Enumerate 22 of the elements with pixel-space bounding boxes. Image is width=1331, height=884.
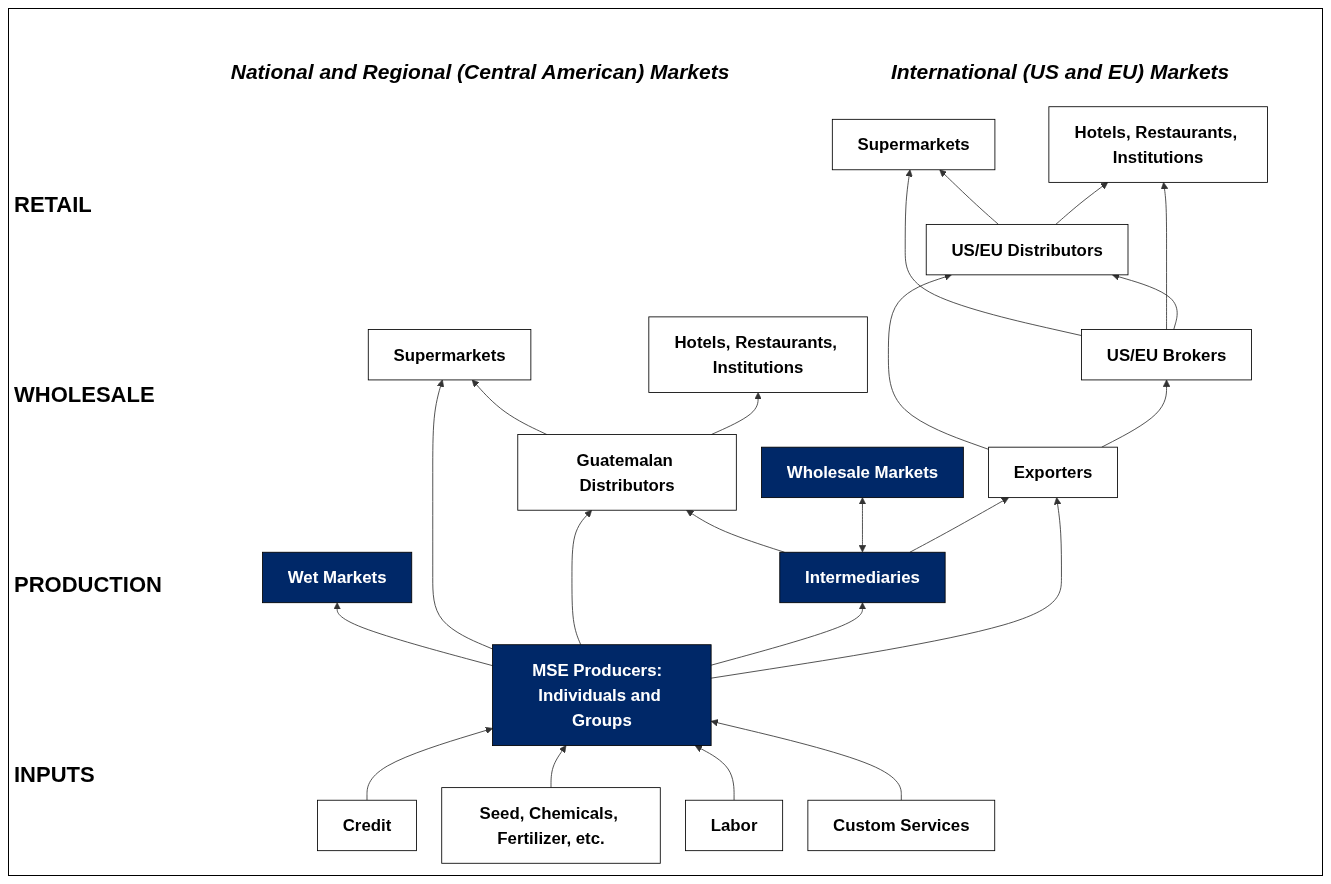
node-box: Hotels, Restaurants, Institutions (1048, 106, 1268, 183)
node-box: Supermarkets (831, 118, 996, 171)
node-box: Guatemalan Distributors (517, 434, 737, 511)
node-box: US/EU Brokers (1081, 329, 1252, 381)
node-box: US/EU Distributors (925, 224, 1129, 276)
node-box: Seed, Chemicals, Fertilizer, etc. (441, 787, 661, 864)
node-box: Custom Services (807, 799, 996, 852)
node-box: Supermarkets (367, 329, 532, 381)
market-heading: International (US and EU) Markets (890, 60, 1230, 84)
node-box: Wholesale Markets (761, 446, 964, 499)
tier-label: WHOLESALE (14, 382, 156, 408)
tier-label: PRODUCTION (14, 572, 163, 598)
market-heading: National and Regional (Central American) Markets (230, 60, 730, 84)
node-box: Credit (317, 799, 417, 852)
node-box: MSE Producers: Individuals and Groups (492, 644, 712, 746)
node-box: Labor (685, 799, 784, 852)
tier-label: INPUTS (14, 762, 96, 788)
node-box: Intermediaries (779, 551, 946, 604)
node-box: Wet Markets (262, 551, 413, 604)
tier-label: RETAIL (14, 192, 93, 218)
node-box: Exporters (988, 446, 1118, 499)
node-box: Hotels, Restaurants, Institutions (648, 316, 868, 393)
